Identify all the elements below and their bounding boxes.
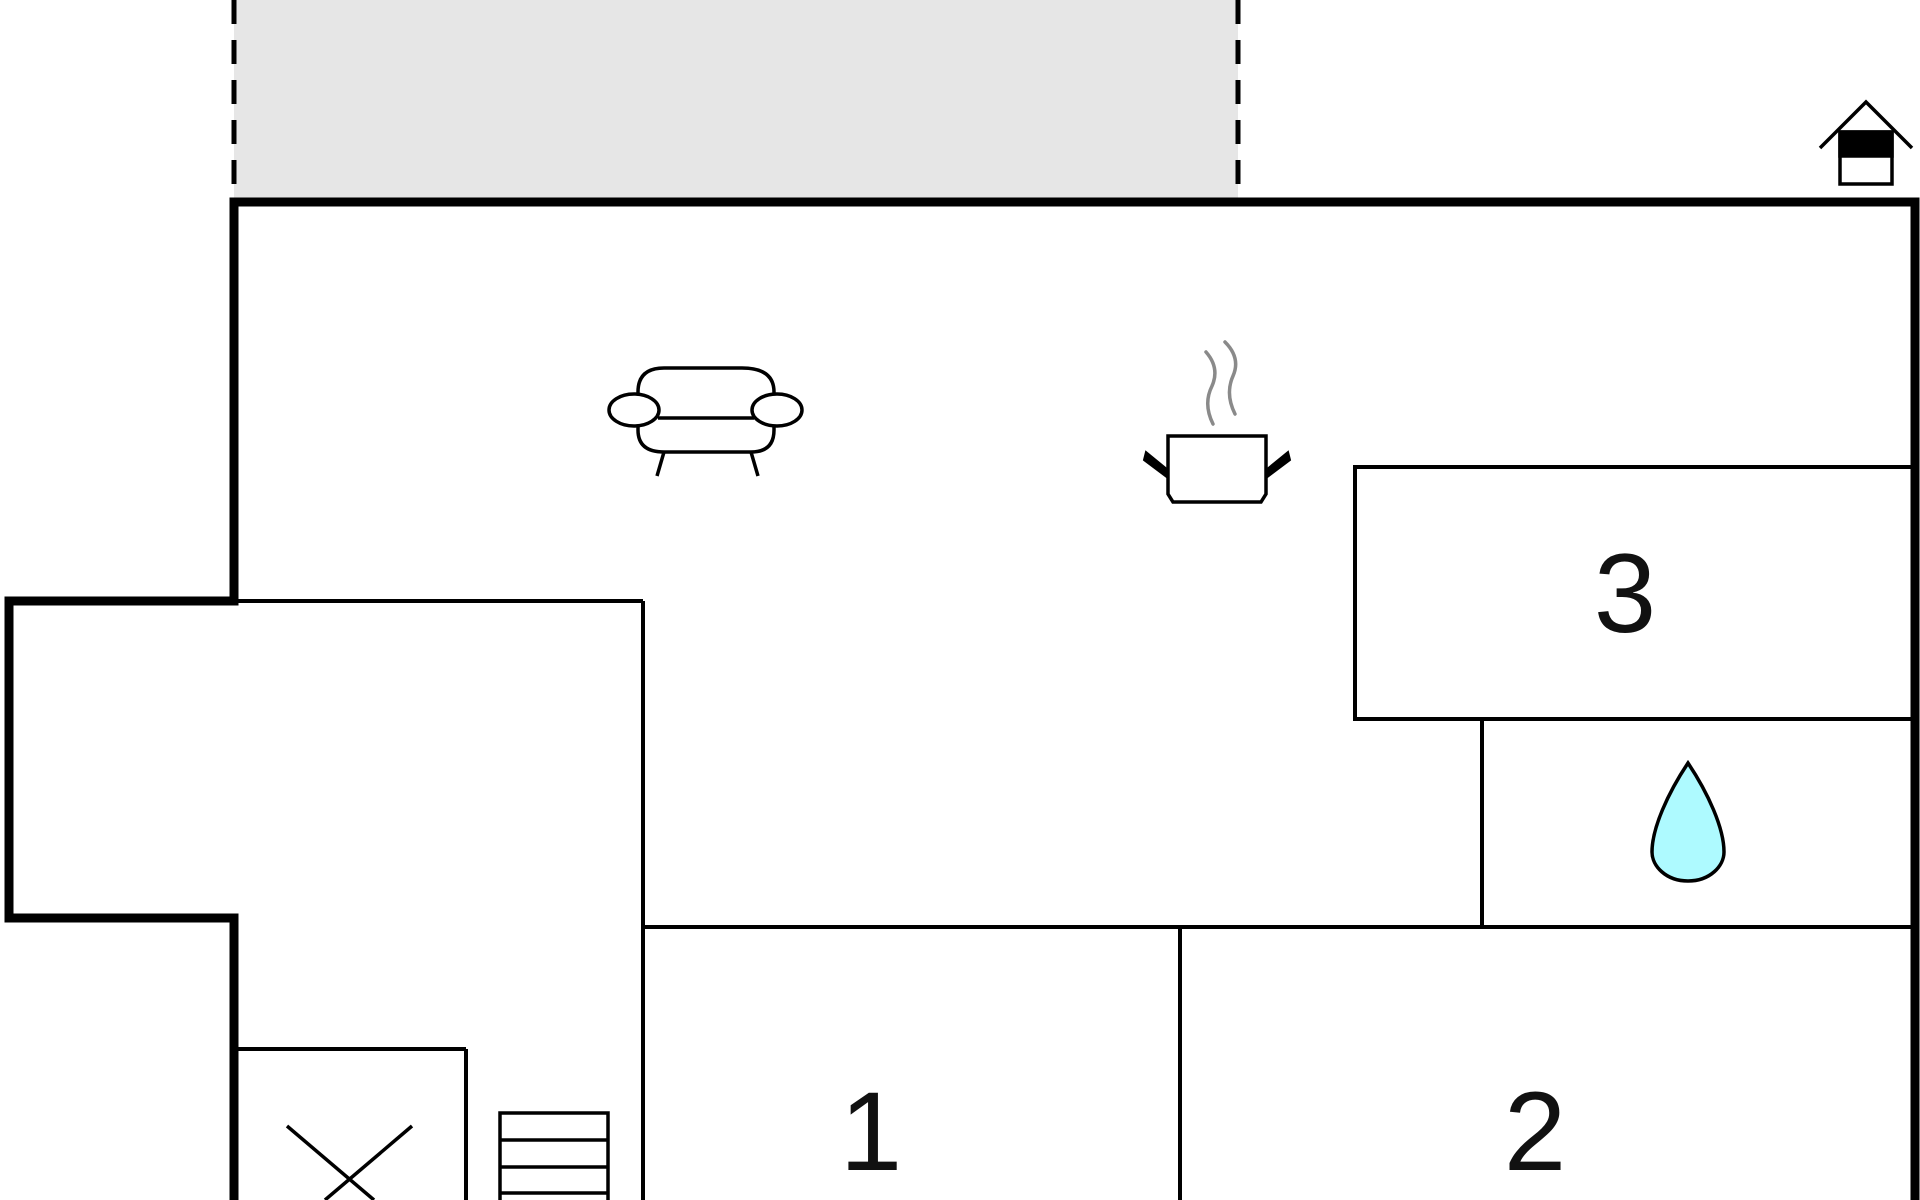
house-entrance-icon <box>1818 99 1914 186</box>
interior-walls <box>234 465 1917 1200</box>
water-drop-icon <box>1650 759 1726 883</box>
stairs-icon <box>498 1111 610 1200</box>
cross-box-icon <box>285 1124 414 1200</box>
sofa-icon <box>607 366 804 477</box>
terrace-area <box>231 0 1241 200</box>
room-label-1: 1 <box>840 1069 902 1194</box>
room-label-2: 2 <box>1504 1069 1566 1194</box>
room-label-3: 3 <box>1594 531 1656 656</box>
outer-walls <box>4 197 1920 1200</box>
cooking-pot-icon <box>1142 340 1292 504</box>
